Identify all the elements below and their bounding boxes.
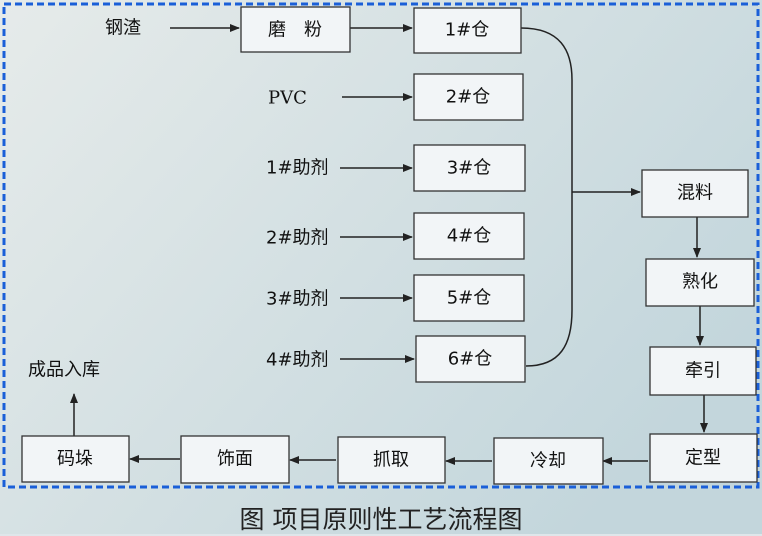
zhuaqu-box (337, 436, 446, 484)
cang6-box (415, 335, 526, 383)
input-zhuji2: 2#助剂 (266, 228, 329, 249)
input-zhuji1: 1#助剂 (266, 158, 329, 179)
input-pvc: PVC (268, 88, 307, 109)
qianyin-box (649, 346, 757, 396)
qianyin-label: 牵引 (685, 361, 721, 382)
connectors (70, 24, 708, 465)
hunliao-label: 混料 (677, 183, 713, 204)
dingxing-box (649, 433, 758, 483)
output-label: 成品入库 (28, 360, 100, 381)
cang3-label: 3#仓 (447, 158, 492, 179)
shuhua-label: 熟化 (682, 272, 718, 293)
cang2-label: 2#仓 (446, 87, 491, 108)
shimian-box (180, 435, 290, 484)
zhuaqu-label: 抓取 (373, 450, 409, 471)
lengque-box (493, 437, 604, 485)
input-gangzha: 钢渣 (105, 18, 141, 39)
maduo-box (21, 435, 130, 483)
shimian-label: 饰面 (217, 449, 253, 470)
cang1-box (413, 7, 522, 54)
hunliao-box (641, 169, 749, 218)
maduo-label: 码垛 (57, 449, 93, 470)
figure-caption: 图 项目原则性工艺流程图 (239, 505, 523, 534)
input-zhuji4: 4#助剂 (266, 350, 329, 371)
lengque-label: 冷却 (530, 451, 566, 472)
cang6-label: 6#仓 (448, 349, 493, 370)
cang3-box (413, 144, 526, 192)
cang5-label: 5#仓 (447, 288, 492, 309)
input-zhuji3: 3#助剂 (266, 289, 329, 310)
dashed-border (2, 2, 760, 489)
cang4-label: 4#仓 (447, 226, 492, 247)
cang4-box (413, 212, 525, 260)
cang5-box (413, 274, 525, 322)
cang2-box (413, 73, 524, 121)
cang1-label: 1#仓 (445, 20, 490, 41)
shuhua-box (645, 258, 755, 307)
mofen-label: 磨 粉 (268, 20, 322, 41)
dingxing-label: 定型 (685, 448, 721, 469)
mofen-box (240, 6, 351, 53)
